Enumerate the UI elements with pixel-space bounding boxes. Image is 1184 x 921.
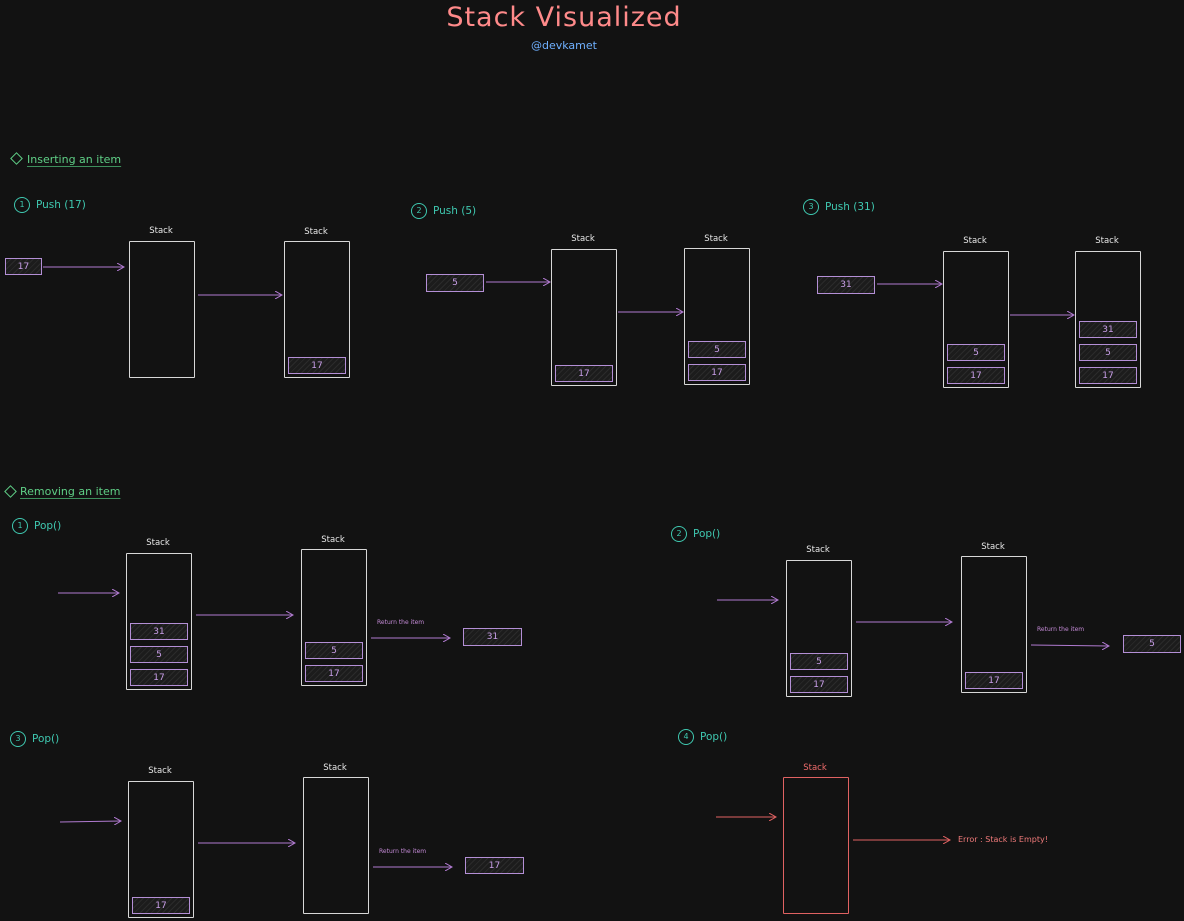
- step-title: Pop(): [34, 520, 62, 532]
- step-label-pop-4: 4 Pop(): [678, 729, 727, 745]
- stack-label: Stack: [149, 226, 173, 236]
- returned-item: 5: [1123, 635, 1181, 653]
- stack-label: Stack: [571, 234, 595, 244]
- step-title: Pop(): [700, 731, 728, 743]
- step-label-pop-1: 1 Pop(): [12, 518, 61, 534]
- step-label-pop-3: 3 Pop(): [10, 731, 59, 747]
- stack-container: 31 5 17: [1075, 251, 1141, 388]
- stack-item: 5: [130, 646, 188, 663]
- author-handle: @devkamet: [531, 39, 597, 52]
- error-message: Error : Stack is Empty!: [958, 835, 1048, 844]
- input-item: 31: [817, 276, 875, 294]
- stack-item: 5: [305, 642, 363, 659]
- arrow: [59, 821, 121, 822]
- step-number-icon: 3: [10, 731, 26, 747]
- section-heading-removing: Removing an item: [20, 485, 121, 498]
- stack-item: 5: [947, 344, 1005, 361]
- step-number-icon: 3: [803, 199, 819, 215]
- stack-container: [303, 777, 369, 914]
- stack-item: 17: [965, 672, 1023, 689]
- step-label-push-2: 2 Push (5): [411, 203, 476, 219]
- stack-label: Stack: [1095, 236, 1119, 246]
- stack-container: 17: [284, 241, 350, 378]
- return-label: Return the item: [379, 848, 427, 855]
- step-number-icon: 1: [12, 518, 28, 534]
- stack-label: Stack: [304, 227, 328, 237]
- stack-container-empty: [783, 777, 849, 914]
- stack-item: 17: [790, 676, 848, 693]
- input-item: 5: [426, 274, 484, 292]
- stack-item: 17: [132, 897, 190, 914]
- stack-container: 17: [551, 249, 617, 386]
- stack-item: 17: [688, 364, 746, 381]
- step-label-push-1: 1 Push (17): [14, 197, 86, 213]
- stack-label: Stack: [806, 545, 830, 555]
- step-label-pop-2: 2 Pop(): [671, 526, 720, 542]
- stack-label: Stack: [803, 763, 827, 773]
- stack-label: Stack: [321, 535, 345, 545]
- stack-item: 5: [790, 653, 848, 670]
- stack-label: Stack: [323, 763, 347, 773]
- stack-item: 31: [1079, 321, 1137, 338]
- stack-item: 17: [555, 365, 613, 382]
- return-label: Return the item: [1037, 626, 1085, 633]
- stack-item: 17: [288, 357, 346, 374]
- returned-item: 31: [463, 628, 522, 646]
- section-heading-inserting: Inserting an item: [27, 153, 122, 166]
- stack-item: 17: [305, 665, 363, 682]
- step-title: Push (17): [36, 199, 86, 211]
- input-item: 17: [5, 258, 42, 275]
- stack-label: Stack: [981, 542, 1005, 552]
- stack-label: Stack: [148, 766, 172, 776]
- step-label-push-3: 3 Push (31): [803, 199, 875, 215]
- stack-container: [129, 241, 195, 378]
- stack-label: Stack: [963, 236, 987, 246]
- stack-container: 31 5 17: [126, 553, 192, 690]
- step-number-icon: 1: [14, 197, 30, 213]
- stack-label: Stack: [704, 234, 728, 244]
- stack-item: 17: [130, 669, 188, 686]
- stack-item: 5: [688, 341, 746, 358]
- step-number-icon: 2: [411, 203, 427, 219]
- stack-label: Stack: [146, 538, 170, 548]
- stack-item: 31: [130, 623, 188, 640]
- stack-item: 5: [1079, 344, 1137, 361]
- return-label: Return the item: [377, 619, 425, 626]
- arrow: [1030, 645, 1109, 646]
- stack-container: 17: [961, 556, 1027, 693]
- returned-item: 17: [465, 857, 524, 874]
- stack-container: 17: [128, 781, 194, 918]
- step-title: Push (31): [825, 201, 875, 213]
- step-title: Pop(): [693, 528, 721, 540]
- step-number-icon: 2: [671, 526, 687, 542]
- step-title: Pop(): [32, 733, 60, 745]
- stack-item: 17: [947, 367, 1005, 384]
- step-number-icon: 4: [678, 729, 694, 745]
- page-title: Stack Visualized: [446, 2, 682, 33]
- step-title: Push (5): [433, 205, 477, 217]
- stack-item: 17: [1079, 367, 1137, 384]
